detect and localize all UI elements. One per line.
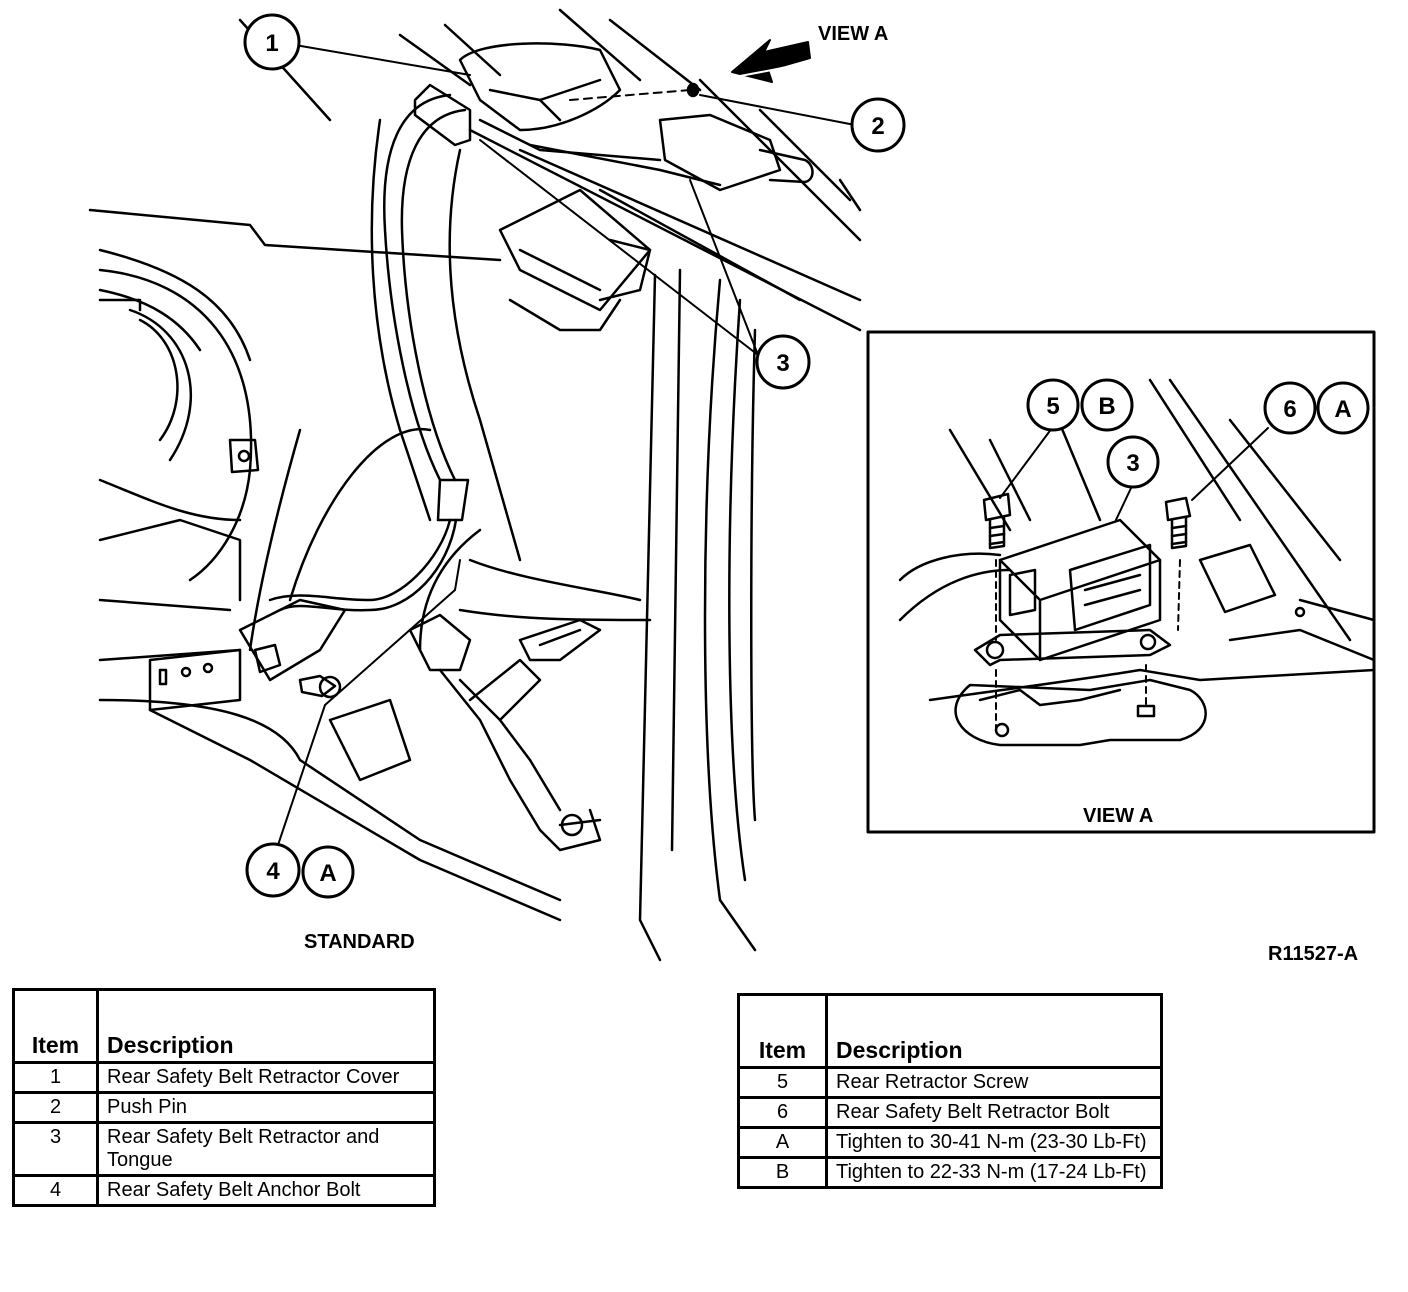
legend-table-right: Item Description 5 Rear Retractor Screw … — [737, 993, 1163, 1189]
legend-header-row: Item Description — [737, 993, 1163, 1069]
callout-2-label: 2 — [871, 113, 884, 140]
legend-description-cell: Rear Safety Belt Anchor Bolt — [96, 1174, 436, 1207]
callout-6-label: 6 — [1283, 396, 1296, 423]
legend-row: 3 Rear Safety Belt Retractor and Tongue — [12, 1121, 436, 1177]
view-a-inset-frame — [866, 330, 1376, 834]
callout-4-spec: A — [301, 845, 355, 899]
legend-description-cell: Tighten to 30-41 N-m (23-30 Lb-Ft) — [825, 1126, 1163, 1159]
legend-row: 4 Rear Safety Belt Anchor Bolt — [12, 1174, 436, 1207]
view-a-arrow — [731, 39, 813, 83]
legend-description-cell: Rear Retractor Screw — [825, 1066, 1163, 1099]
standard-label: STANDARD — [304, 931, 415, 953]
view-a-inset-drawing — [898, 378, 1376, 747]
legend-item-cell: B — [737, 1156, 828, 1189]
legend-description-cell: Push Pin — [96, 1091, 436, 1124]
legend-item-cell: A — [737, 1126, 828, 1159]
callout-1-label: 1 — [265, 30, 278, 57]
legend-row: A Tighten to 30-41 N-m (23-30 Lb-Ft) — [737, 1126, 1163, 1159]
callout-6-spec: A — [1316, 381, 1370, 435]
callout-3-main-label: 3 — [776, 350, 789, 377]
vehicle-interior-drawing — [88, 8, 862, 962]
legend-item-cell: 6 — [737, 1096, 828, 1129]
legend-description-cell: Rear Safety Belt Retractor Cover — [96, 1061, 436, 1094]
callout-4: 4 — [245, 842, 301, 898]
legend-item-cell: 1 — [12, 1061, 99, 1094]
legend-row: B Tighten to 22-33 N-m (17-24 Lb-Ft) — [737, 1156, 1163, 1189]
callout-4-spec-label: A — [319, 860, 336, 887]
legend-description-header: Description — [96, 988, 436, 1064]
legend-row: 1 Rear Safety Belt Retractor Cover — [12, 1061, 436, 1094]
figure-id: R11527-A — [1268, 943, 1358, 965]
legend-item-cell: 4 — [12, 1174, 99, 1207]
legend-item-cell: 5 — [737, 1066, 828, 1099]
callout-4-label: 4 — [266, 858, 280, 885]
callout-3-inset: 3 — [1106, 435, 1160, 489]
callout-5-label: 5 — [1046, 393, 1059, 420]
callout-6: 6 — [1263, 381, 1317, 435]
callout-5-spec: B — [1080, 378, 1134, 432]
view-a-top-label: VIEW A — [818, 23, 888, 45]
legend-table-left: Item Description 1 Rear Safety Belt Retr… — [12, 988, 436, 1207]
callout-3-main: 3 — [755, 334, 811, 390]
legend-description-cell: Tighten to 22-33 N-m (17-24 Lb-Ft) — [825, 1156, 1163, 1189]
legend-row: 6 Rear Safety Belt Retractor Bolt — [737, 1096, 1163, 1129]
callout-5: 5 — [1026, 378, 1080, 432]
callout-6-spec-label: A — [1334, 396, 1351, 423]
callout-5-spec-label: B — [1098, 393, 1115, 420]
legend-description-cell: Rear Safety Belt Retractor Bolt — [825, 1096, 1163, 1129]
callout-2: 2 — [850, 97, 906, 153]
legend-description-cell: Rear Safety Belt Retractor and Tongue — [96, 1121, 436, 1177]
legend-row: 5 Rear Retractor Screw — [737, 1066, 1163, 1099]
legend-row: 2 Push Pin — [12, 1091, 436, 1124]
legend-item-header: Item — [737, 993, 828, 1069]
view-a-inset-label: VIEW A — [1083, 805, 1153, 827]
legend-item-cell: 3 — [12, 1121, 99, 1177]
legend-item-cell: 2 — [12, 1091, 99, 1124]
callout-3-inset-label: 3 — [1126, 450, 1139, 477]
callout-1: 1 — [243, 13, 301, 71]
legend-header-row: Item Description — [12, 988, 436, 1064]
legend-item-header: Item — [12, 988, 99, 1064]
legend-description-header: Description — [825, 993, 1163, 1069]
